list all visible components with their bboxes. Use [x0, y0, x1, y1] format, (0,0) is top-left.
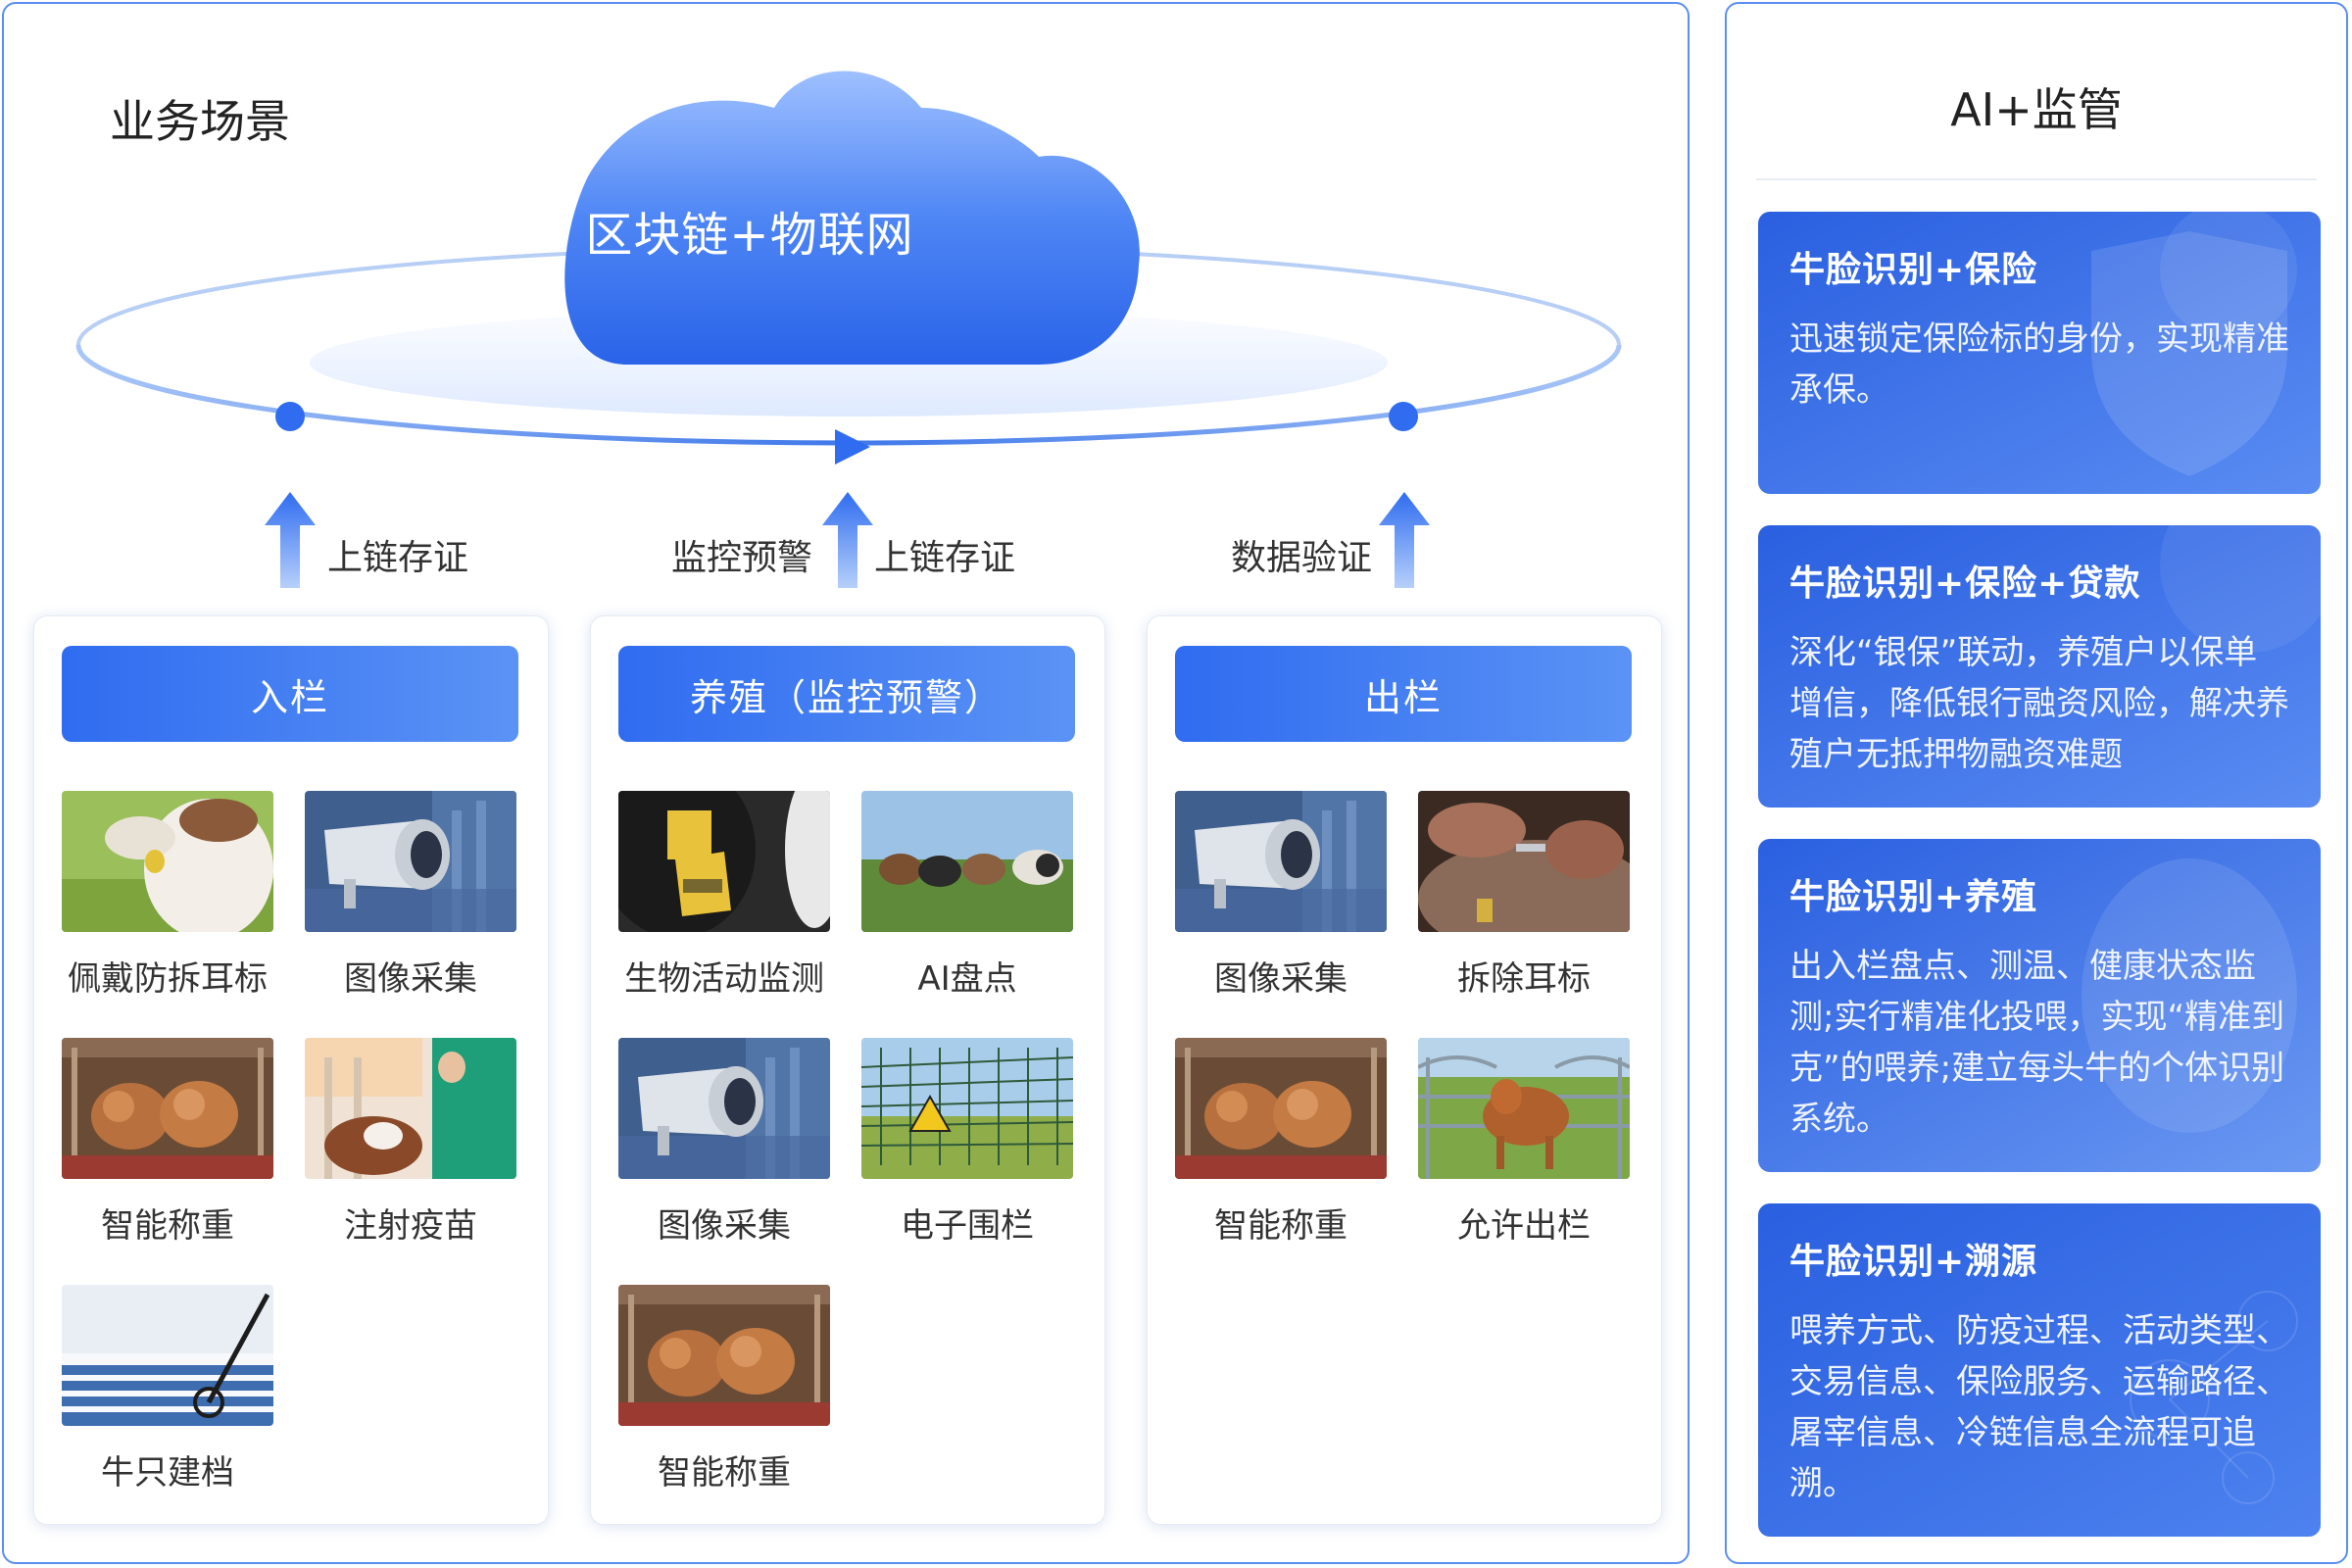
tile-label: 电子围栏 [901, 1206, 1034, 1246]
camera-photo-icon [305, 791, 516, 932]
card-title: 牛脸识别+溯源 [1789, 1242, 2038, 1282]
tile-activity-monitor[interactable]: 生物活动监测 [618, 791, 830, 1000]
vaccine-photo-icon [305, 1038, 516, 1179]
camera-photo-icon [618, 1038, 830, 1179]
up-arrow-icon [1379, 492, 1430, 588]
tile-label: 生物活动监测 [624, 959, 824, 999]
camera-photo-icon [1175, 791, 1387, 932]
herd-photo-icon [861, 791, 1073, 932]
step-label-verify: 数据验证 [1231, 538, 1373, 578]
column-header-outbound[interactable]: 出栏 [1175, 646, 1632, 742]
card-text: 出入栏盘点、测温、健康状态监测;实行精准化投喂，实现“精准到克”的喂养;建立每头… [1789, 947, 2285, 1139]
tile-archive[interactable]: 牛只建档 [62, 1285, 273, 1494]
cattle-scale-photo-icon [618, 1285, 830, 1426]
tile-e-fence[interactable]: 电子围栏 [861, 1038, 1073, 1247]
blockchain-cloud-diagram [75, 71, 1622, 465]
orbit-play-arrow [835, 429, 870, 465]
tech-bg-icon [1758, 1203, 2321, 1537]
orbit-node-3 [1389, 402, 1418, 431]
tile-label: 佩戴防拆耳标 [68, 959, 268, 999]
ai-supervision-panel: AI+监管 牛脸识别+保险 迅速锁定保险标的身份，实现精准承保。 牛脸识别+保险… [1725, 2, 2348, 1564]
up-arrow-icon [265, 492, 316, 588]
ear-tag-photo-icon [618, 791, 830, 932]
tile-label: 智能称重 [658, 1453, 791, 1493]
step-label-monitor: 监控预警 [671, 538, 813, 578]
ai-card-traceability[interactable]: 牛脸识别+溯源 喂养方式、防疫过程、活动类型、交易信息、保险服务、运输路径、屠宰… [1758, 1203, 2321, 1537]
tile-image-capture[interactable]: 图像采集 [1175, 791, 1387, 1000]
scene-title: 业务场景 [110, 95, 290, 148]
tile-label: 允许出栏 [1457, 1206, 1591, 1246]
fence-photo-icon [861, 1038, 1073, 1179]
card-text: 深化“银保”联动，养殖户以保单增信，降低银行融资风险，解决养殖户无抵押物融资难题 [1789, 633, 2289, 774]
card-title: 牛脸识别+保险+贷款 [1789, 564, 2141, 604]
tile-weighing[interactable]: 智能称重 [62, 1038, 273, 1247]
up-arrow-icon [822, 492, 873, 588]
tile-ear-tag[interactable]: 佩戴防拆耳标 [62, 791, 273, 1000]
tile-label: 图像采集 [1214, 959, 1348, 999]
card-title: 牛脸识别+养殖 [1789, 877, 2038, 917]
remove-tag-photo-icon [1418, 791, 1630, 932]
tile-image-capture[interactable]: 图像采集 [618, 1038, 830, 1247]
card-bg-icon [1758, 525, 2321, 808]
column-outbound: 出栏 图像采集 拆除耳标 智能称重 允许出栏 [1147, 615, 1662, 1525]
column-header-intake[interactable]: 入栏 [62, 646, 518, 742]
orbit-node-1 [275, 402, 305, 431]
tile-ai-count[interactable]: AI盘点 [861, 791, 1073, 1000]
ai-panel-title: AI+监管 [1950, 83, 2123, 136]
ai-card-breeding[interactable]: 牛脸识别+养殖 出入栏盘点、测温、健康状态监测;实行精准化投喂，实现“精准到克”… [1758, 839, 2321, 1172]
tile-label: 图像采集 [658, 1206, 791, 1246]
tile-label: AI盘点 [917, 959, 1017, 999]
tile-label: 拆除耳标 [1457, 959, 1591, 999]
tile-label: 注射疫苗 [344, 1206, 477, 1246]
tile-weighing[interactable]: 智能称重 [1175, 1038, 1387, 1247]
card-text: 喂养方式、防疫过程、活动类型、交易信息、保险服务、运输路径、屠宰信息、冷链信息全… [1789, 1311, 2289, 1503]
ai-card-insurance-loan[interactable]: 牛脸识别+保险+贷款 深化“银保”联动，养殖户以保单增信，降低银行融资风险，解决… [1758, 525, 2321, 808]
step-label-chain-1: 上链存证 [327, 538, 469, 578]
cattle-scale-photo-icon [1175, 1038, 1387, 1179]
cloud-shape [564, 71, 1140, 365]
cow-pen-photo-icon [1418, 1038, 1630, 1179]
tile-label: 牛只建档 [101, 1453, 234, 1493]
column-header-breeding[interactable]: 养殖（监控预警） [618, 646, 1075, 742]
step-label-chain-2: 上链存证 [874, 538, 1016, 578]
cow-face-bg-icon [1758, 839, 2321, 1172]
tile-image-capture[interactable]: 图像采集 [305, 791, 516, 1000]
tile-label: 智能称重 [1214, 1206, 1348, 1246]
column-breeding: 养殖（监控预警） 生物活动监测 AI盘点 图像采集 电子围栏 智能称重 [590, 615, 1105, 1525]
tile-label: 智能称重 [101, 1206, 234, 1246]
shield-bg-icon [1758, 212, 2321, 494]
cloud-label: 区块链+物联网 [585, 208, 914, 263]
cattle-scale-photo-icon [62, 1038, 273, 1179]
archive-photo-icon [62, 1285, 273, 1426]
tile-weighing[interactable]: 智能称重 [618, 1285, 830, 1494]
divider [1756, 178, 2317, 180]
cow-ear-tag-photo-icon [62, 791, 273, 932]
column-intake: 入栏 佩戴防拆耳标 图像采集 智能称重 注射疫苗 牛只建档 [33, 615, 549, 1525]
ai-card-insurance[interactable]: 牛脸识别+保险 迅速锁定保险标的身份，实现精准承保。 [1758, 212, 2321, 494]
tile-vaccine[interactable]: 注射疫苗 [305, 1038, 516, 1247]
card-title: 牛脸识别+保险 [1789, 250, 2038, 290]
tile-label: 图像采集 [344, 959, 477, 999]
tile-remove-tag[interactable]: 拆除耳标 [1418, 791, 1630, 1000]
card-text: 迅速锁定保险标的身份，实现精准承保。 [1789, 319, 2289, 410]
tile-allow-outbound[interactable]: 允许出栏 [1418, 1038, 1630, 1247]
